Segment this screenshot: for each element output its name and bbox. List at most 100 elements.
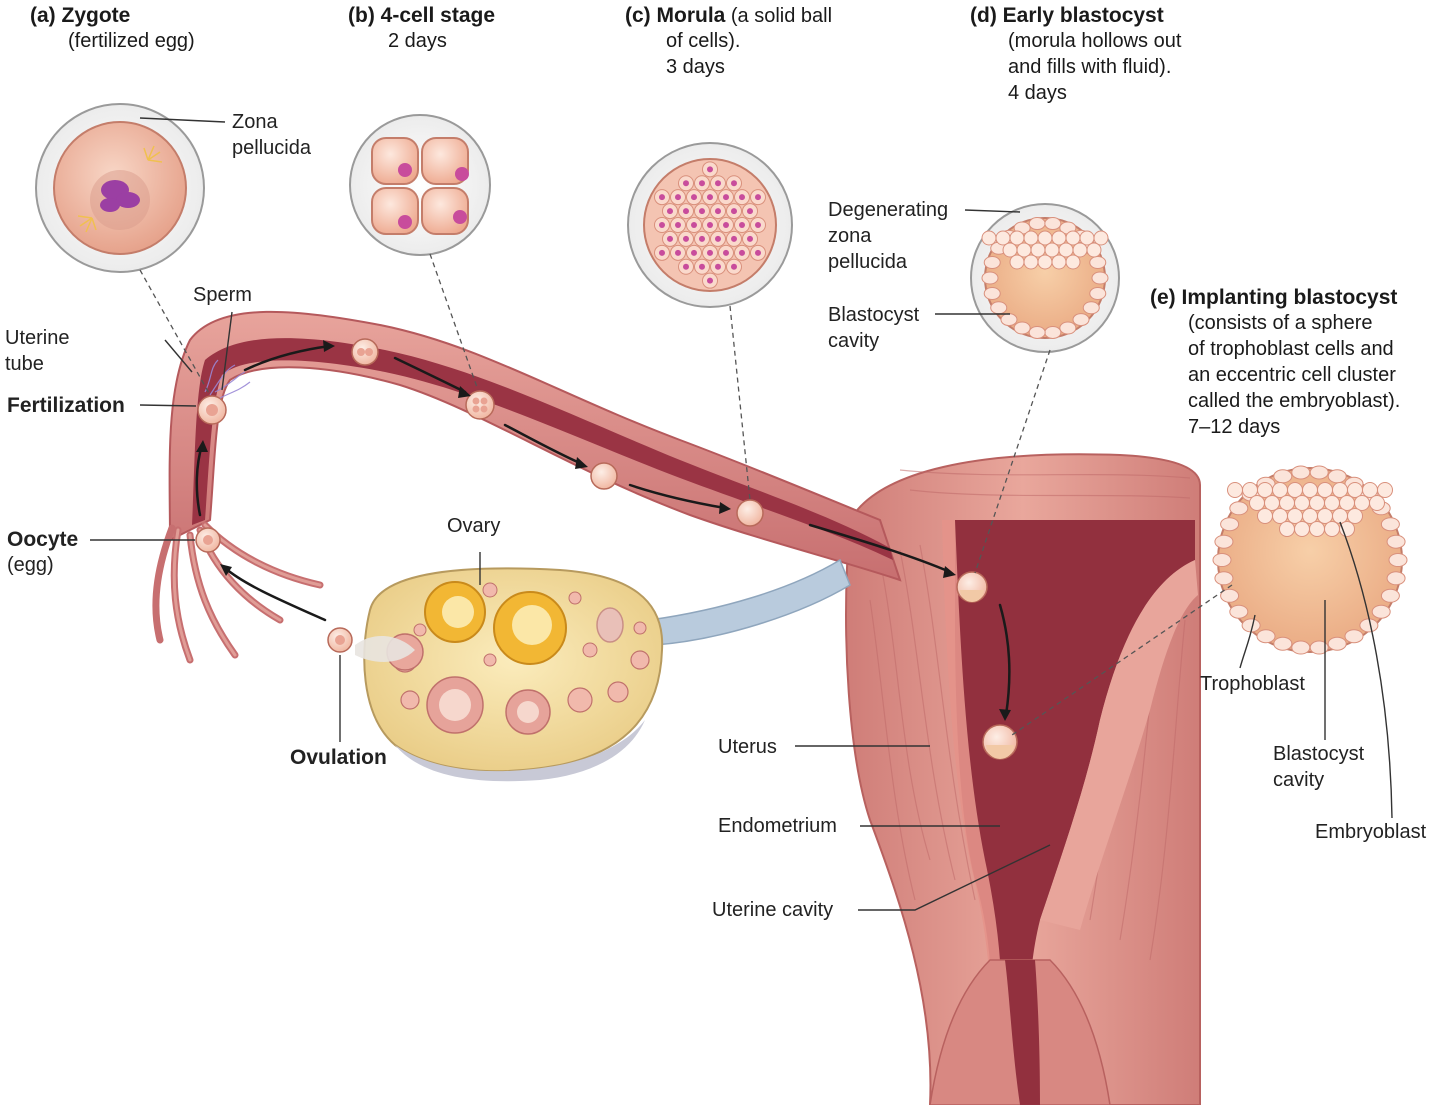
morula-nucleus bbox=[715, 208, 721, 215]
stage-e-desc-3: an eccentric cell cluster bbox=[1188, 364, 1396, 386]
trophoblast-cell bbox=[1089, 256, 1107, 270]
label-ovulation: Ovulation bbox=[290, 746, 387, 769]
stage-b-desc: 2 days bbox=[388, 30, 447, 52]
morula-nucleus bbox=[755, 194, 761, 201]
morula-nucleus bbox=[699, 235, 705, 242]
trophoblast-cell bbox=[1028, 217, 1046, 231]
leader-lines bbox=[90, 117, 1393, 911]
embryoblast-cell bbox=[1249, 495, 1265, 511]
trophoblast-cell bbox=[1327, 469, 1347, 484]
trophoblast-cell bbox=[983, 256, 1001, 270]
morula-nucleus bbox=[731, 180, 737, 187]
stage-e-desc-2: of trophoblast cells and bbox=[1188, 338, 1394, 360]
embryoblast-cell bbox=[1294, 521, 1310, 537]
inner-cell bbox=[1051, 254, 1067, 270]
trophoblast-cell bbox=[1212, 553, 1232, 567]
trophoblast-cell bbox=[1388, 553, 1408, 567]
stage-e-title: (e) Implanting blastocyst bbox=[1150, 286, 1398, 309]
stage-c-desc-1: of cells). bbox=[666, 30, 741, 52]
trophoblast-cell bbox=[1072, 313, 1090, 327]
stage-b-title: (b) 4-cell stage bbox=[348, 4, 496, 27]
trophoblast-cell bbox=[1273, 469, 1293, 484]
inner-cell bbox=[1009, 254, 1025, 270]
morula-nucleus bbox=[707, 249, 713, 256]
dashed-connectors bbox=[139, 253, 1233, 736]
morula-nucleus bbox=[659, 222, 665, 228]
stage-d-desc-3: 4 days bbox=[1008, 82, 1067, 104]
morula-nucleus bbox=[699, 180, 705, 187]
trophoblast-cell bbox=[1359, 618, 1379, 633]
inner-cell bbox=[1037, 254, 1053, 270]
trophoblast-cell bbox=[981, 271, 999, 285]
label-blastocyst-cavity-e-2: cavity bbox=[1273, 769, 1325, 791]
label-uterine-tube-1: Uterine bbox=[5, 327, 70, 349]
trophoblast-cell bbox=[983, 286, 1001, 300]
morula-nucleus bbox=[747, 208, 753, 215]
morula-nucleus bbox=[715, 235, 721, 242]
uterine-tube-illustration bbox=[152, 310, 902, 664]
morula-nucleus bbox=[723, 249, 729, 256]
embryoblast-cell bbox=[1339, 521, 1355, 537]
trophoblast-cell bbox=[1229, 604, 1249, 619]
trophoblast-cell bbox=[1220, 517, 1240, 532]
label-degenerating-zona-3: pellucida bbox=[828, 251, 907, 273]
trophoblast-cell bbox=[1256, 629, 1276, 644]
zygote-orb bbox=[35, 103, 205, 273]
trophoblast-cell bbox=[1327, 636, 1347, 651]
trophoblast-cell bbox=[1059, 321, 1077, 335]
label-degenerating-zona-1: Degenerating bbox=[828, 199, 949, 221]
label-blastocyst-cavity-d-2: cavity bbox=[828, 330, 880, 352]
label-degenerating-zona-2: zona bbox=[828, 225, 872, 247]
morula-nucleus bbox=[659, 194, 665, 201]
morula-nucleus bbox=[683, 208, 689, 215]
label-uterine-tube-2: tube bbox=[5, 353, 44, 375]
embryoblast-cell bbox=[1369, 495, 1385, 511]
morula-nucleus bbox=[707, 277, 713, 284]
morula-nucleus bbox=[675, 222, 681, 228]
stage-e-desc-1: (consists of a sphere bbox=[1188, 312, 1373, 334]
trophoblast-cell bbox=[1000, 313, 1018, 327]
label-blastocyst-cavity-e-1: Blastocyst bbox=[1273, 743, 1365, 765]
trophoblast-cell bbox=[1220, 588, 1240, 603]
morula-nucleus bbox=[675, 249, 681, 256]
stage-d-title: (d) Early blastocyst bbox=[970, 4, 1164, 27]
morula-nucleus bbox=[659, 249, 665, 256]
label-endometrium: Endometrium bbox=[718, 815, 837, 837]
early-blastocyst-orb bbox=[970, 203, 1120, 353]
trophoblast-cell bbox=[1371, 604, 1391, 619]
inner-cell bbox=[1093, 230, 1109, 246]
morula-nucleus bbox=[707, 166, 713, 173]
embryoblast-cell bbox=[1324, 521, 1340, 537]
trophoblast-cell bbox=[1013, 321, 1031, 335]
morula-nucleus bbox=[691, 194, 697, 201]
label-ovary: Ovary bbox=[447, 515, 501, 537]
trophoblast-cell bbox=[1044, 325, 1062, 339]
morula-nucleus bbox=[715, 263, 721, 270]
early-blastocyst-cells bbox=[981, 217, 1109, 339]
morula-nucleus bbox=[739, 194, 745, 201]
trophoblast-cell bbox=[1082, 301, 1100, 315]
morula-nucleus bbox=[691, 222, 697, 228]
morula-nucleus bbox=[723, 222, 729, 228]
morula-nucleus bbox=[699, 263, 705, 270]
morula-nucleus bbox=[731, 235, 737, 242]
label-blastocyst-cavity-d-1: Blastocyst bbox=[828, 304, 920, 326]
embryoblast-cell bbox=[1377, 482, 1393, 498]
trophoblast-cell bbox=[1214, 534, 1234, 549]
zygote-chromosomes bbox=[100, 180, 140, 212]
embryoblast-cell bbox=[1227, 482, 1243, 498]
trophoblast-cell bbox=[990, 301, 1008, 315]
stage-e-desc-4: called the embryoblast). bbox=[1188, 390, 1401, 412]
implanting-blastocyst-cells bbox=[1212, 465, 1408, 655]
embryoblast-cell bbox=[1279, 521, 1295, 537]
inner-cell bbox=[1023, 254, 1039, 270]
trophoblast-cell bbox=[1380, 517, 1400, 532]
trophoblast-cell bbox=[1214, 571, 1234, 586]
morula-nucleus bbox=[739, 222, 745, 228]
morula-nucleus bbox=[731, 263, 737, 270]
trophoblast-cell bbox=[1380, 588, 1400, 603]
morula-nucleus bbox=[683, 235, 689, 242]
inner-cell bbox=[1065, 254, 1081, 270]
arrow-heads bbox=[196, 340, 1011, 721]
